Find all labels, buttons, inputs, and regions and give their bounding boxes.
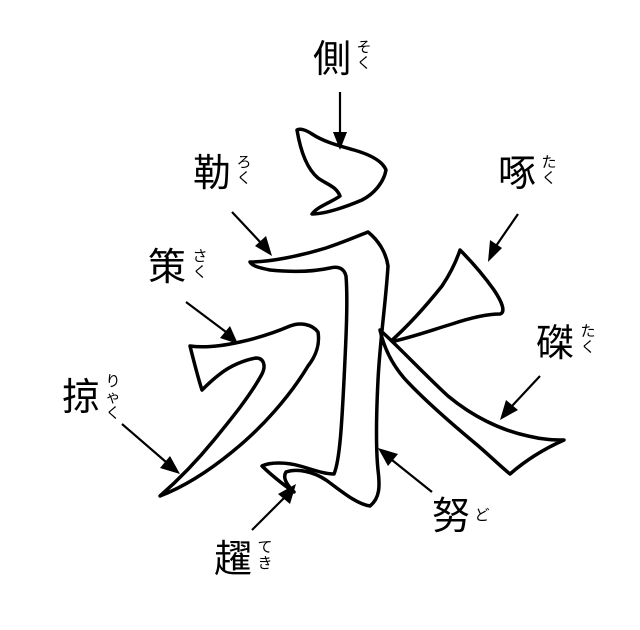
label-do-reading: ど (474, 506, 490, 524)
arrow-taku2 (500, 375, 541, 420)
stroke-roku-do-teki (248, 230, 390, 508)
label-saku-reading: さく (192, 247, 208, 281)
label-teki-reading: てき (257, 538, 273, 572)
label-roku-kanji: 勒 (193, 151, 232, 195)
label-taku2-kanji: 磔 (536, 321, 575, 365)
label-saku-kanji: 策 (148, 245, 187, 289)
label-do-kanji: 努 (432, 494, 471, 538)
arrow-teki (251, 484, 296, 531)
stroke-taku (388, 248, 505, 344)
label-taku2-reading: たく (580, 322, 596, 356)
arrow-taku (488, 213, 519, 262)
label-taku-kanji: 啄 (498, 151, 537, 195)
arrow-soku (333, 92, 347, 150)
arrow-do (378, 448, 433, 493)
label-teki-kanji: 趯 (214, 537, 253, 581)
label-ryaku-reading: りゃく (105, 372, 121, 422)
label-soku-kanji: 側 (313, 37, 352, 81)
stroke-saku-ryaku (158, 322, 321, 498)
label-roku-reading: ろく (236, 153, 252, 187)
label-soku-reading: そく (356, 38, 372, 72)
arrow-saku (185, 301, 238, 344)
label-ryaku-kanji: 掠 (62, 375, 101, 419)
arrow-roku (231, 211, 272, 256)
stroke-taku2 (378, 328, 566, 476)
arrow-ryaku (121, 423, 180, 474)
stroke-soku-dot (295, 127, 388, 216)
label-taku-reading: たく (541, 153, 557, 187)
